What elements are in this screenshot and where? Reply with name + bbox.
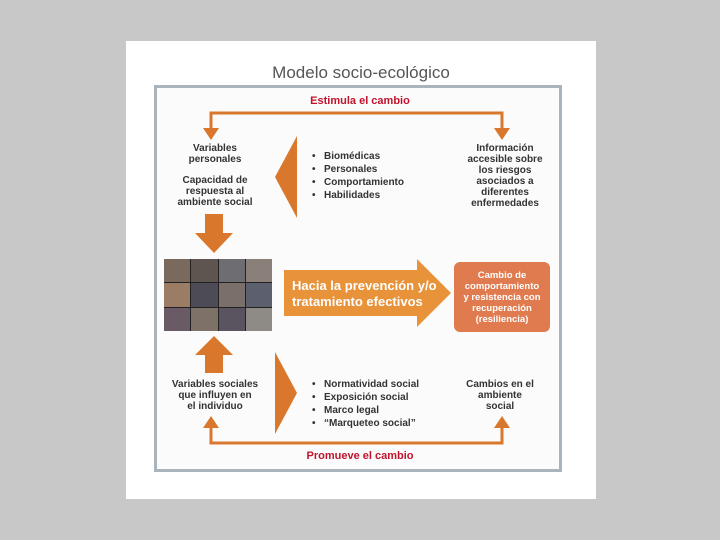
center-arrow [284,259,451,327]
info-line1: Información [476,143,534,154]
social-vars-line2: que influyen en [178,390,252,401]
bullet-marco-legal: Marco legal [312,404,419,417]
diagram-title: Modelo socio-ecológico [272,63,450,82]
up-arrow [195,336,233,373]
bottom-right-arrowhead [494,416,510,428]
bottom-connector-arrow [209,425,504,445]
result-line3: y resistencia con [463,291,541,303]
result-line4: recuperación [472,302,532,314]
center-arrow-line2: tratamiento efectivos [292,294,423,309]
result-line2: comportamiento [464,280,540,292]
personal-vars-line1: Variables [193,143,237,154]
bottom-left-arrowhead [203,416,219,428]
center-arrow-text: Hacia la prevención y/o tratamiento efec… [292,278,442,310]
response-line3: ambiente social [177,197,253,208]
info-line6: enfermedades [471,198,539,209]
bottom-chevron [275,352,297,434]
social-variables-text: Variables sociales que influyen en el in… [160,379,270,412]
social-vars-line1: Variables sociales [171,379,259,390]
info-line2: accesible sobre [467,154,543,165]
top-bullet-list: Biomédicas Personales Comportamiento Hab… [312,150,404,202]
bullet-biomedicas: Biomédicas [312,150,404,163]
env-line3: social [485,401,515,412]
down-arrow [195,214,233,253]
top-right-arrowhead [494,128,510,140]
promotes-change-label: Promueve el cambio [306,450,414,462]
info-text: Información accesible sobre los riesgos … [450,143,560,209]
top-connector-arrow [209,111,504,132]
top-chevron [275,136,297,218]
environment-change-text: Cambios en el ambiente social [450,379,550,412]
photo-collage [164,259,272,331]
bullet-normatividad: Normatividad social [312,378,419,391]
env-line2: ambiente [478,390,522,401]
info-line3: los riesgos [478,165,532,176]
response-line2: respuesta al [185,186,245,197]
info-line5: diferentes [481,187,529,198]
stimulates-change-label: Estimula el cambio [310,95,410,107]
personal-variables-text: Variables personales Capacidad de respue… [160,143,270,208]
personal-vars-line2: personales [188,154,242,165]
bullet-habilidades: Habilidades [312,189,404,202]
bullet-comportamiento: Comportamiento [312,176,404,189]
response-line1: Capacidad de [182,175,248,186]
bullet-marqueteo: “Marqueteo social” [312,417,419,430]
center-arrow-line1: Hacia la prevención y/o [292,278,437,293]
result-line1: Cambio de [477,269,527,281]
resilience-box: Cambio de comportamiento y resistencia c… [454,262,550,332]
bullet-exposicion: Exposición social [312,391,419,404]
social-vars-line3: el individuo [187,401,243,412]
result-line5: (resiliencia) [475,313,529,325]
info-line4: asociados a [476,176,534,187]
bullet-personales: Personales [312,163,404,176]
top-left-arrowhead [203,128,219,140]
bottom-bullet-list: Normatividad social Exposición social Ma… [312,378,419,430]
env-line1: Cambios en el [466,379,534,390]
